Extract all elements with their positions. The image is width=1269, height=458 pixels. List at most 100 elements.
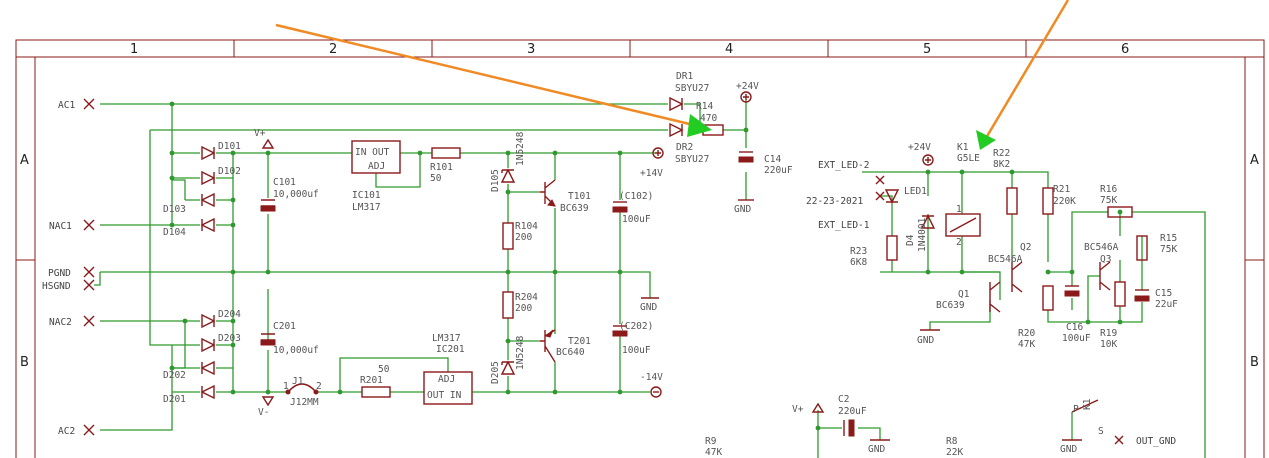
gnd-label-4: GND [868, 444, 885, 455]
capacitor-c2: C2 220uF [838, 394, 867, 437]
resistor-r201: 50 R201 [360, 364, 391, 398]
vplus-symbol: V+ [254, 128, 275, 149]
junctions [169, 101, 1123, 431]
diode-d101: D101 [201, 141, 241, 161]
dr2-name: DR2 [676, 142, 693, 153]
r101-name: R101 [430, 162, 453, 173]
port-ext-led-2: EXT_LED-2 [818, 160, 869, 171]
c15-name: C15 [1155, 288, 1172, 299]
k1-name: K1 [957, 142, 969, 153]
grid-column-6: 6 [1121, 42, 1129, 57]
dr1-value: SBYU27 [675, 83, 709, 94]
c202-value: 100uF [622, 345, 651, 356]
d105-name: D105 [490, 169, 501, 192]
r21-value: 220K [1053, 196, 1076, 207]
transistor-t101: T101 BC639 [540, 179, 591, 214]
resistor-r19: R19 10K [1100, 281, 1126, 350]
r15-name: R15 [1160, 233, 1177, 244]
resistor-r101: R101 50 [430, 147, 461, 184]
ic101-value: LM317 [352, 202, 381, 213]
diode-d102: D102 [201, 166, 241, 186]
gnd-symbol-2: GND [734, 199, 754, 215]
t201-name: T201 [568, 336, 591, 347]
q3-value: BC546A [1084, 242, 1119, 253]
r8-value: 22K [946, 447, 963, 458]
port-pgnd-label: PGND [48, 268, 71, 279]
resistor-r15: R15 75K [1136, 233, 1177, 261]
capacitor-c102: (C102) 100uF [612, 191, 653, 225]
capacitor-c14: C14 220uF [738, 151, 793, 176]
diode-d202: D202 [163, 360, 215, 381]
r20-name: R20 [1018, 328, 1035, 339]
contact-s: S [1098, 426, 1104, 437]
r19-value: 10K [1100, 339, 1117, 350]
diode-d4: D4 1N4001 [905, 214, 936, 252]
q2-name: Q2 [1020, 242, 1031, 253]
zener-d105: D105 1N5248 [490, 131, 526, 192]
r101-value: 50 [430, 173, 442, 184]
port-hsgnd-label: HSGND [42, 281, 71, 292]
grid-column-3: 3 [527, 42, 535, 57]
r104-value: 200 [515, 232, 532, 243]
r16-value: 75K [1100, 195, 1117, 206]
c14-value: 220uF [764, 165, 793, 176]
r8-name: R8 [946, 436, 958, 447]
diode-d104-label: D104 [163, 227, 186, 238]
diode-d201-label: D201 [163, 394, 186, 405]
r15-value: 75K [1160, 244, 1177, 255]
c15-value: 22uF [1155, 299, 1178, 310]
diode-dr1: DR1 SBYU27 [669, 71, 709, 112]
capacitor-c101: C101 10,000uf [260, 177, 319, 212]
relay-k1: 1 2 K1 G5LE [945, 142, 981, 248]
q1-name: Q1 [958, 289, 970, 300]
r201-value: 50 [378, 364, 390, 375]
port-ac2: AC2 [58, 424, 95, 437]
c16-name: C16 [1066, 322, 1083, 333]
r23-name: R23 [850, 246, 867, 257]
r22-value: 8K2 [993, 159, 1010, 170]
grid-row-a-left: A [20, 153, 29, 168]
r21-name: R21 [1053, 184, 1070, 195]
grid-row-a-right: A [1250, 153, 1259, 168]
capacitor-c16: C16 100uF [1062, 285, 1091, 344]
diode-d103: D103 [163, 192, 215, 215]
gnd-label-3: GND [917, 335, 934, 346]
ic201-adj: ADJ [438, 374, 455, 385]
terminal-plus24v-1: +24V [736, 81, 759, 103]
r104-name: R104 [515, 221, 538, 232]
diode-d201: D201 [163, 384, 215, 405]
ic101-pins: IN OUT [355, 147, 390, 158]
resistor-r20: R20 47K [1018, 285, 1054, 350]
ic201-pins: OUT IN [427, 390, 462, 401]
resistor-r204: R204 200 [502, 291, 538, 319]
c201-value: 10,000uf [273, 345, 319, 356]
gnd-symbol-4: GND [868, 439, 890, 455]
transistor-q3: Q3 BC546A [1084, 242, 1119, 291]
terminal-plus24v-2: +24V [908, 142, 934, 166]
dr2-value: SBYU27 [675, 154, 709, 165]
port-ac1-label: AC1 [58, 100, 75, 111]
m14v-label: -14V [640, 372, 663, 383]
port-nac1-label: NAC1 [49, 221, 72, 232]
jumper-j1: J1 1 2 J12MM [283, 376, 322, 408]
annotation-arrow-1 [275, 23, 712, 137]
vminus-symbol: V- [258, 396, 275, 418]
port-ac2-label: AC2 [58, 426, 75, 437]
diode-d103-label: D103 [163, 204, 186, 215]
j1-value: J12MM [290, 397, 319, 408]
c14-name: C14 [764, 154, 781, 165]
regulator-ic201: ADJ OUT IN LM317 IC201 [423, 333, 473, 405]
dr1-name: DR1 [676, 71, 693, 82]
r9-value: 47K [705, 447, 722, 458]
terminal-minus14v: -14V [640, 372, 663, 398]
resistor-r21: R21 220K [1042, 184, 1076, 215]
diode-d203-label: D203 [218, 333, 241, 344]
capacitor-c202: (C202) 100uF [612, 321, 653, 356]
relay-pin2: 2 [956, 237, 962, 248]
regulator-ic101: IN OUT ADJ IC101 LM317 [351, 140, 401, 213]
gnd-label-1: GND [640, 302, 657, 313]
vplus-symbol-2: V+ [792, 402, 825, 415]
transistor-t201: T201 BC640 [540, 329, 591, 363]
j1-pin2: 2 [316, 381, 322, 392]
